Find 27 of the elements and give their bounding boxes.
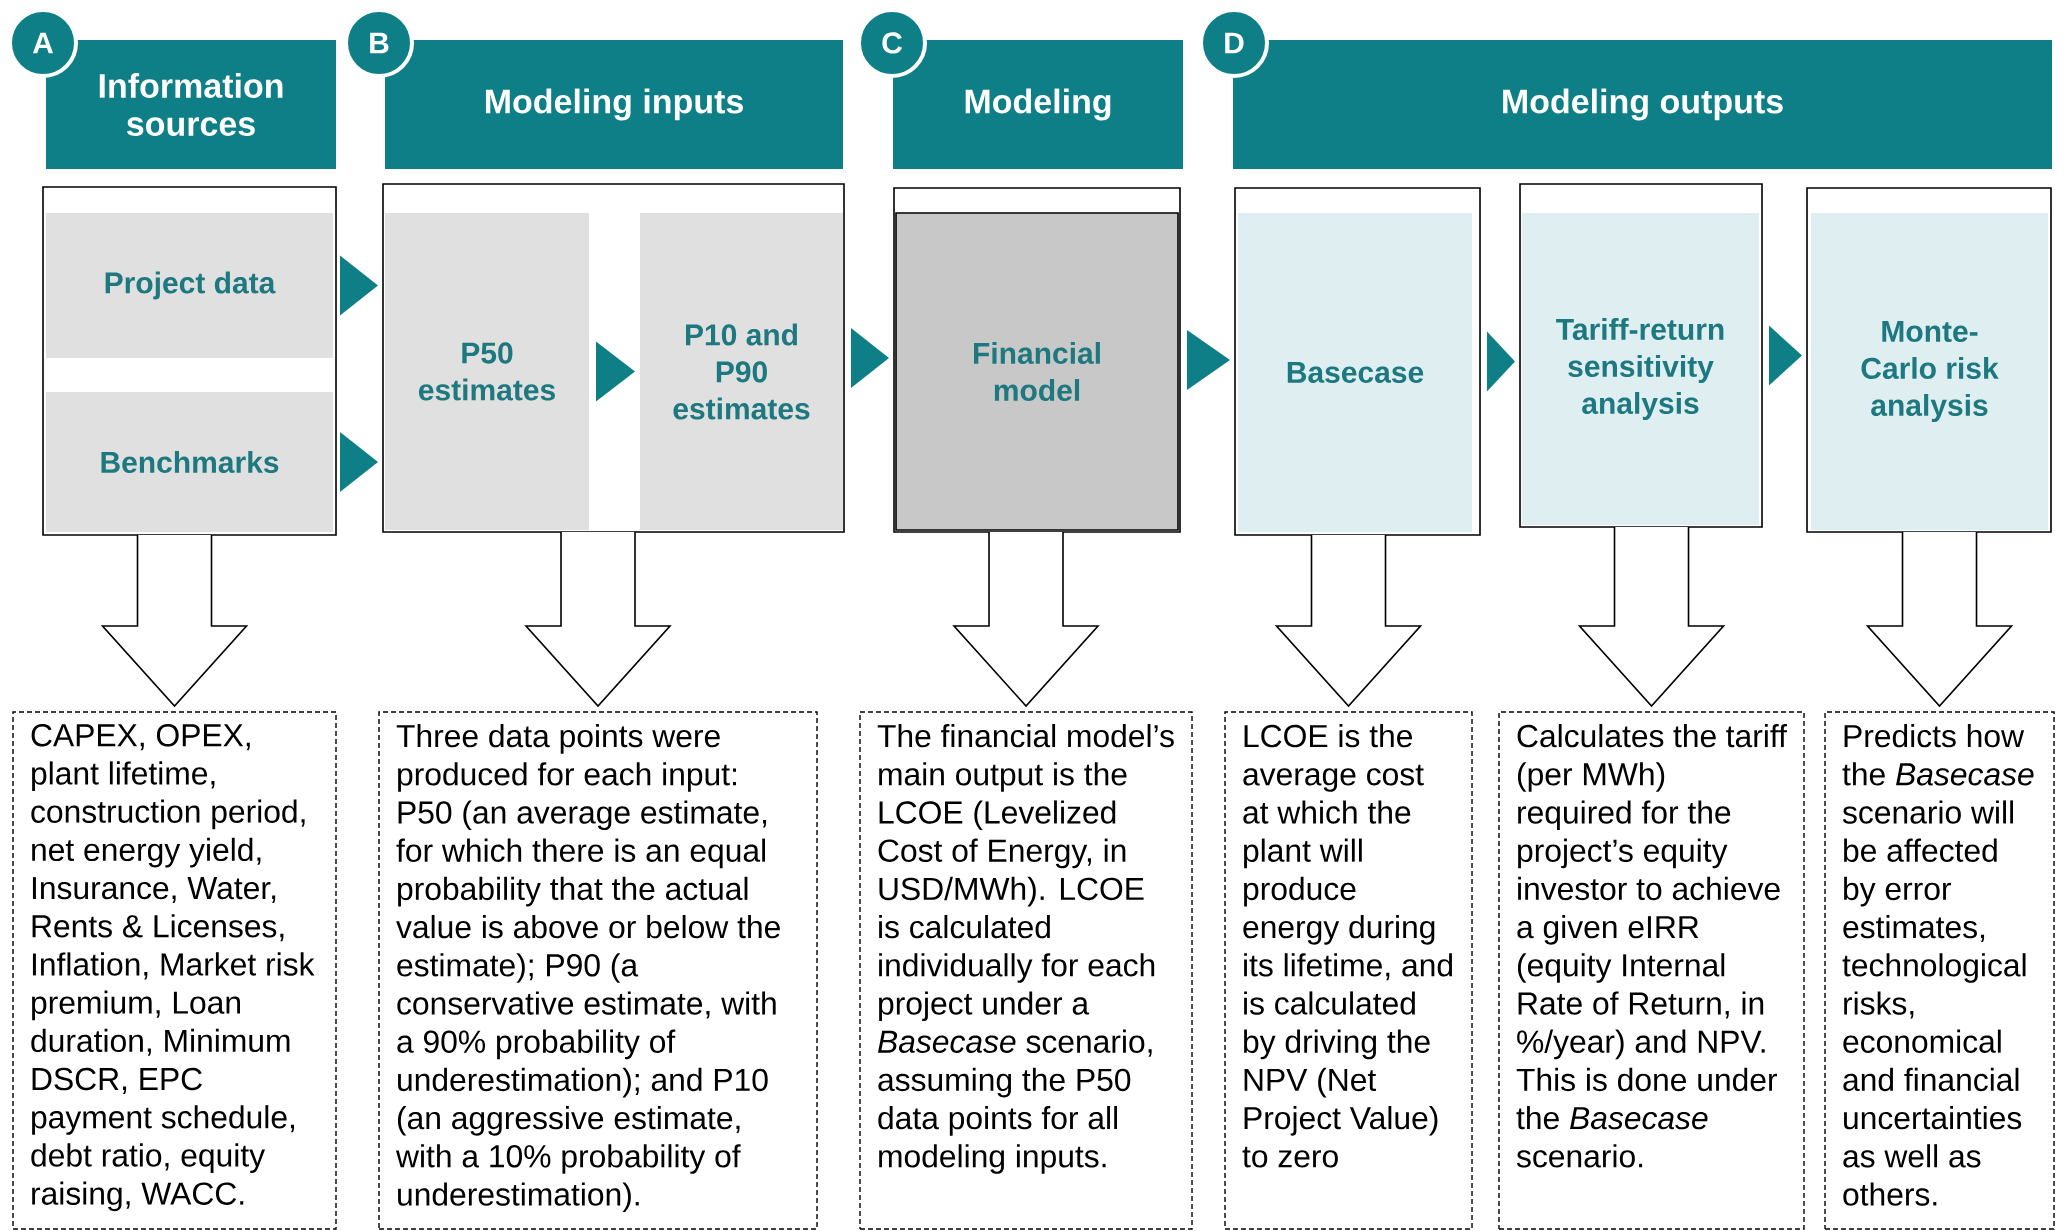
description-box: The financial model’s main output is the LCOE (Levelized Cost of Energy, in USD/MWh). LCOE is calculated individually for each project under a Basecase scenario, assuming the P50 data points for all modeling inputs. xyxy=(859,711,1193,1230)
model-box: Financial model xyxy=(895,212,1179,531)
block-arrow xyxy=(1274,534,1423,708)
input-box: Project data xyxy=(46,213,333,358)
output-box: Monte-Carlo risk analysis xyxy=(1811,213,2048,530)
arrow xyxy=(1487,331,1515,392)
description-box: Three data points were produced for each input: P50 (an average estimate, for which there is an equal probability that the actual value is above or below the estimate); P90 (a conservative estimate, with a 90% probability of underestimation); and P10 (an aggressive estimate, with a 10% probability of underestimation). xyxy=(378,711,818,1230)
arrow xyxy=(340,432,378,492)
arrow xyxy=(1769,325,1802,386)
output-box: Basecase xyxy=(1238,213,1472,532)
description-box: Calculates the tariff (per MWh) required for the project’s equity investor to achieve a given eIRR (equity Internal Rate of Return, in %/year) and NPV. This is done under the Basecase scenario. xyxy=(1498,711,1805,1230)
block-arrow xyxy=(524,531,672,708)
input-box: Benchmarks xyxy=(46,392,333,532)
block-arrow xyxy=(100,534,249,708)
description-box: CAPEX, OPEX, plant lifetime, construction period, net energy yield, Insurance, Water, Rents & Licenses, Inflation, Market risk premium, Loan duration, Minimum DSCR, EPC payment schedule, debt ratio, equity raising, WACC. xyxy=(12,711,337,1230)
block-arrow xyxy=(1577,526,1726,708)
input-box: P50 estimates xyxy=(385,213,589,530)
input-box: P10 and P90 estimates xyxy=(640,213,843,530)
arrow xyxy=(851,328,889,388)
arrow xyxy=(340,255,378,316)
output-box: Tariff-return sensitivity analysis xyxy=(1522,213,1759,525)
description-box: Predicts how the Basecase scenario will be affected by error estimates, technological risks, economical and financial uncertainties as well as others. xyxy=(1824,711,2055,1230)
arrow xyxy=(1187,330,1230,390)
block-arrow xyxy=(1865,531,2014,708)
description-box: LCOE is the average cost at which the plant will produce energy during its lifetime, and is calculated by driving the NPV (Net Project Value) to zero xyxy=(1224,711,1473,1230)
arrow xyxy=(596,341,635,402)
block-arrow xyxy=(952,531,1100,708)
